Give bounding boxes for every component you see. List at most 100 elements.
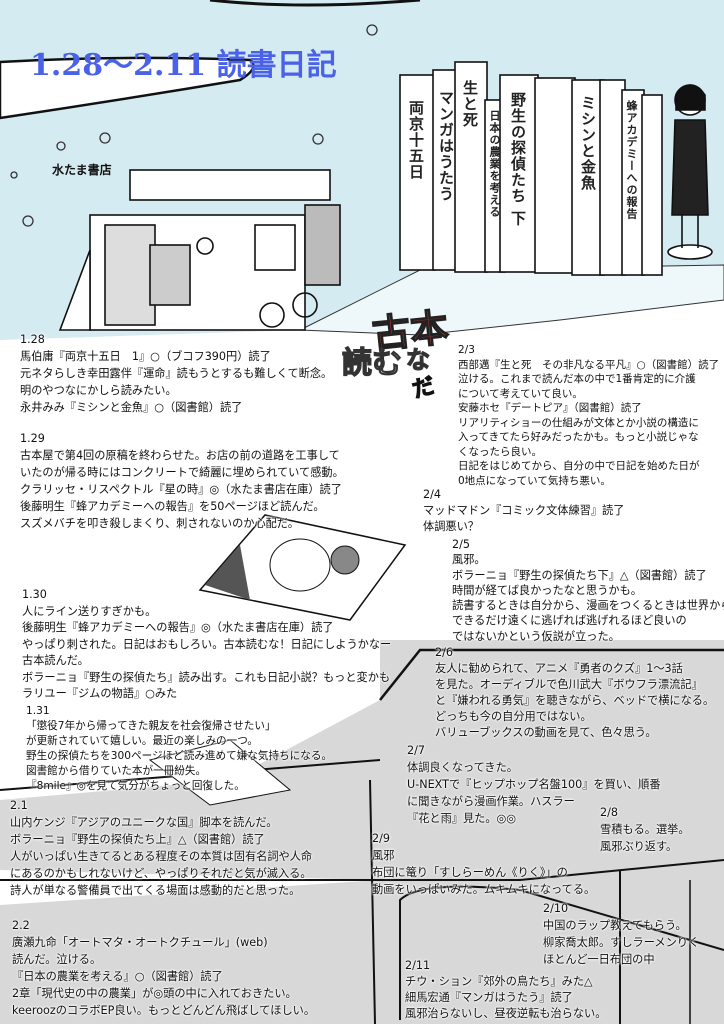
entry-line: 風邪 (372, 849, 395, 862)
entry-line: 柳家喬太郎。すしラーメンりく (543, 936, 700, 949)
diary-entry: 2/3 西部邁『生と死 その非凡なる平凡』○（図書館）読了泣ける。これまで読んだ本… (458, 343, 719, 488)
entry-line: チウ・ション『郊外の鳥たち』みた△ (405, 975, 593, 988)
entry-date: 2.1 (10, 799, 28, 812)
entry-line: 野生の探偵たちを300ページほど読み進めて嫌な気持ちになる。 (26, 750, 333, 762)
entry-line: 日記をはじめてから、自分の中で日記を始めた日が (458, 460, 700, 472)
entry-date: 2/9 (372, 832, 391, 845)
entry-line: 人にライン送りすぎかも。 (22, 604, 157, 618)
entry-line: 西部邁『生と死 その非凡なる平凡』○（図書館）読了 (458, 358, 720, 371)
entry-line: 細馬宏通『マンガはうたう』読了 (405, 991, 573, 1004)
entry-line: ボラーニョ『野生の探偵たち下』△（図書館）読了 (452, 568, 707, 582)
entry-date: 1.30 (22, 588, 47, 601)
diary-entry: 1.30 人にライン送りすぎかも。後藤明生『蜂アカデミーへの報告』◎（水たま書店在… (22, 587, 391, 703)
entry-line: クラリッセ・リスペクトル『星の時』◎（水たま書店在庫）読了 (20, 483, 342, 496)
logo-lettering: 読む (341, 345, 402, 381)
diary-entry: 1.29 古本屋で第4回の原稿を終わらせた。お店の前の道路を工事していたのが帰る時… (20, 430, 344, 532)
entry-line: どっちも今の自分用ではない。 (435, 710, 592, 723)
book-spine-title: マンガはうたう (437, 90, 455, 202)
entry-date: 2/10 (543, 902, 569, 915)
entry-line: 0地点になっていて気持ち悪い。 (458, 474, 611, 487)
entry-date: 2/6 (435, 646, 454, 659)
entry-date: 1.31 (26, 705, 50, 717)
entry-line: 山内ケンジ『アジアのユニークな国』脚本を読んだ。 (10, 816, 278, 829)
entry-line: 廣瀬九命「オートマタ・オートクチュール」(web) (12, 936, 268, 949)
entry-line: バリューブックスの動画を見て、色々思う。 (435, 726, 657, 739)
entry-line: 明のやつなにかしら読みたい。 (20, 384, 177, 397)
shaded-room-area (0, 640, 724, 1024)
entry-line: 入ってきてたら好みだったかも。もっと小説じゃな (458, 431, 699, 443)
entry-line: 『日本の農業を考える』○（図書館）読了 (12, 970, 223, 983)
entry-line: 安藤ホセ『デートピア』（図書館）読了 (458, 402, 642, 414)
entry-line: と『嫌われる勇気』を聴きながら、ベッドで横になる。 (435, 694, 715, 707)
entry-date: 2/3 (458, 344, 475, 356)
entry-line: 『8mile』◎を見て気分がちょっと回復した。 (26, 780, 245, 792)
entry-line: 後藤明生『蜂アカデミーへの報告』を50ページほど読んだ。 (20, 500, 325, 513)
entry-date: 2/5 (452, 538, 471, 551)
book-spine-title: 蜂アカデミーへの報告 (625, 100, 638, 220)
entry-date: 1.29 (20, 432, 45, 445)
entry-line: 2章「現代史の中の農業」が◎頭の中に入れておきたい。 (12, 987, 297, 1000)
entry-line: 中国のラップ教えてもらう。 (543, 919, 687, 932)
entry-line: くなったら良い。 (458, 445, 542, 458)
entry-date: 2.2 (12, 919, 30, 932)
book-spine-title: 生と死 (461, 80, 479, 128)
entry-line: 『花と雨』見た。◎◎ (407, 812, 517, 825)
entry-line: 詩人が単なる警備員で出てくる場面は感動的だと思った。 (10, 884, 301, 897)
entry-date: 2/8 (600, 806, 619, 819)
entry-line: を見た。オーディブルで色川武大『ボウフラ漂流記』 (435, 678, 703, 691)
entry-line: ではないかという仮説が立った。 (452, 629, 620, 643)
entry-line: 時間が経てば良かったなと思うかも。 (452, 583, 642, 597)
entry-line: 古本読んだ。 (22, 654, 89, 667)
entry-line: 永井みみ『ミシンと金魚』○（図書館）読了 (20, 401, 243, 414)
book-spine-title: 日本の農業を考える (488, 110, 501, 218)
diary-entry: 2/8 雪積もる。選挙。風邪ぶり返す。 (600, 804, 690, 855)
entry-line: ボラーニョ『野生の探偵たち』読み出す。これも日記小説？もっと変かも (22, 670, 391, 684)
bookstore-building-drawing (58, 169, 341, 331)
cloud (0, 56, 255, 120)
entry-line: マッドマドン『コミック文体練習』読了 (423, 504, 625, 517)
entry-date: 2/4 (423, 488, 442, 501)
entry-line: 後藤明生『蜂アカデミーへの報告』◎（水たま書店在庫）読了 (22, 621, 334, 634)
entry-line: できるだけ遠くに逃げれば逃げれるほど良いの (452, 614, 687, 628)
entry-line: 風邪治らないし、昼夜逆転も治らない。 (405, 1007, 607, 1020)
entry-line: 布団に篭り「すしらーめん《りく》」の (372, 866, 568, 879)
entry-line: keeroozのコラボEP良い。もっとどんどん飛ばしてほしい。 (12, 1004, 316, 1017)
book-spine-title: 野生の探偵たち 下 (509, 92, 527, 227)
diary-entry: 2/6 友人に勧められて、アニメ『勇者のクズ』1〜3話を見た。オーディブルで色川武… (435, 645, 714, 741)
entry-line: に聞きながら漫画作業。ハスラー (407, 795, 575, 808)
diary-entry: 2/4 マッドマドン『コミック文体練習』読了体調悪い？ (423, 487, 624, 535)
logo-lettering: な (405, 345, 430, 374)
entry-line: 読書するときは自分から、漫画をつくるときは世界から (452, 599, 724, 613)
entry-line: いたのが帰る時にはコンクリートで綺麗に埋められていて感動。 (20, 466, 344, 479)
entry-line: ラリユー『ジムの物語』○みた (22, 687, 178, 700)
store-label: 水たま書店 (52, 163, 112, 177)
entry-line: 風邪ぶり返す。 (600, 840, 678, 853)
diary-entry: 2/10 中国のラップ教えてもらう。柳家喬太郎。すしラーメンりくほとんど一日布団の… (543, 900, 699, 968)
entry-line: 古本屋で第4回の原稿を終わらせた。お店の前の道路を工事して (20, 449, 340, 462)
girl-figure-drawing (667, 84, 713, 260)
entry-line: 泣ける。これまで読んだ本の中で1番肯定的に介護 (458, 373, 696, 385)
book-spine-title: ミシンと金魚 (579, 95, 597, 191)
page-title: 1.28〜2.11 読書日記 (30, 48, 337, 83)
entry-line: 体調悪い？ (423, 520, 479, 533)
entry-date: 2/7 (407, 744, 426, 757)
book-stack-drawing (399, 61, 663, 276)
entry-line: について考えていて良い。 (458, 387, 583, 400)
entry-line: 雪積もる。選挙。 (600, 823, 690, 836)
entry-line: リアリティショーの仕組みが文体とか小説の構造に (458, 416, 699, 429)
entry-line: スズメバチを叩き殺しまくり、刺されないのか心配だ。 (20, 517, 299, 530)
entry-line: 友人に勧められて、アニメ『勇者のクズ』1〜3話 (435, 662, 683, 675)
entry-line: U-NEXTで『ヒップホップ名盤100』を買い、順番 (407, 778, 661, 791)
entry-line: 元ネタらしき幸田露伴『運命』読もうとするも難しくて断念。 (20, 367, 333, 380)
entry-line: ほとんど一日布団の中 (543, 953, 655, 966)
entry-line: にあるのかもしれないけど、やっぱりそれだと気が滅入る。 (10, 867, 312, 880)
book-spine-title: 両京十五日 (407, 100, 425, 180)
